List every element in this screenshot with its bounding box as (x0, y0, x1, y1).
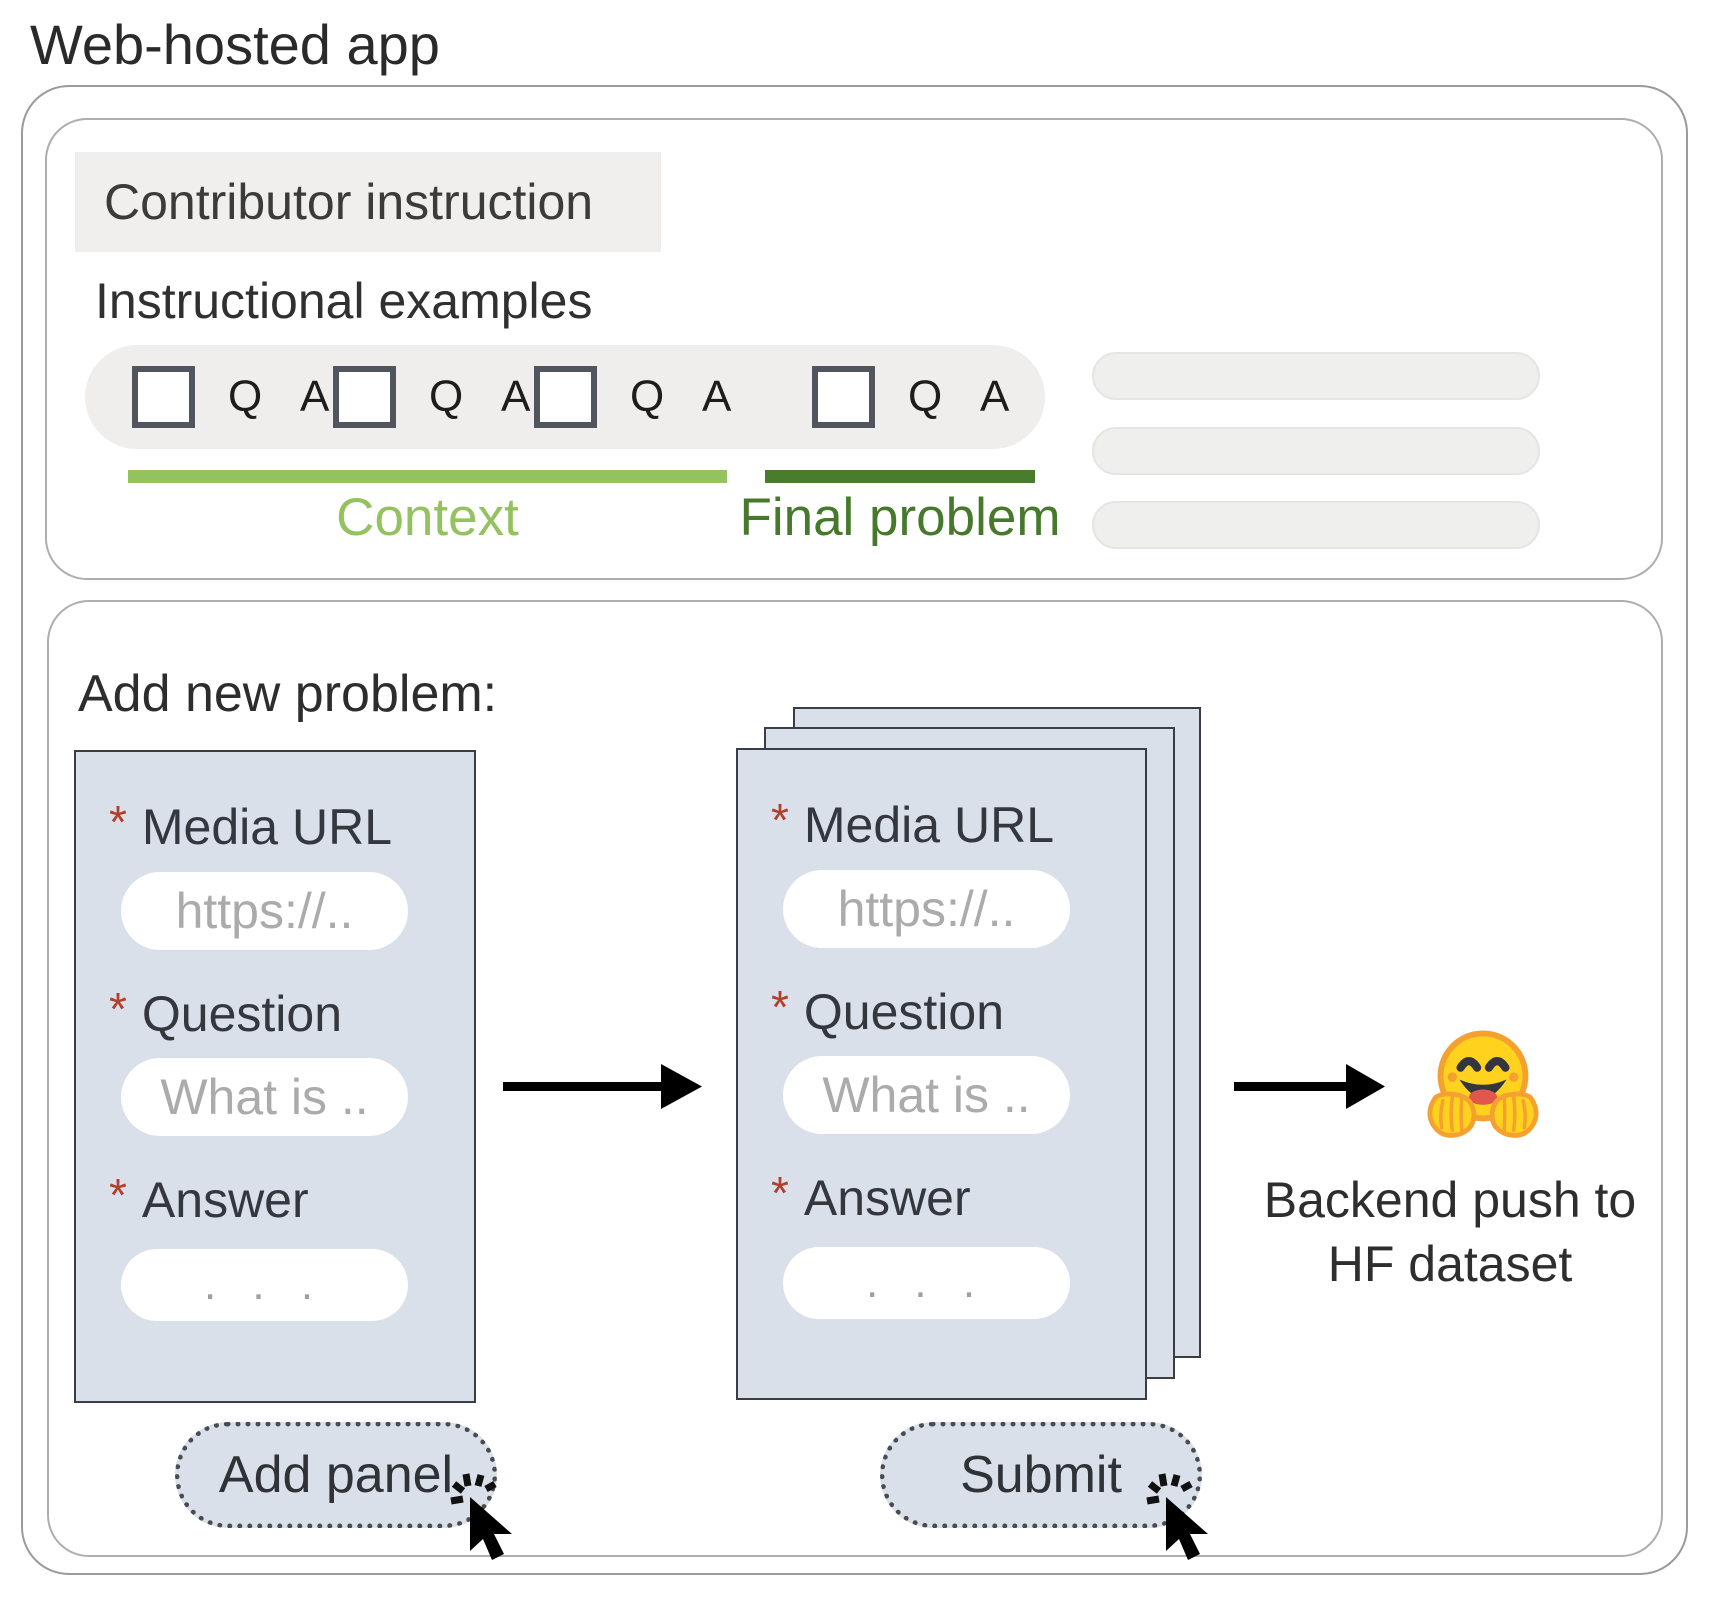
app-window (21, 85, 1688, 1575)
qa-example-1: Q A (132, 366, 343, 428)
answer-placeholder: . . . (203, 1260, 326, 1309)
required-marker: * (109, 983, 127, 1035)
qa-checkbox-icon[interactable] (812, 366, 875, 428)
backend-caption-line1: Backend push to (1263, 1172, 1637, 1228)
backend-caption: Backend push to HF dataset (1235, 1168, 1665, 1296)
question-placeholder: What is .. (160, 1069, 369, 1125)
placeholder-text-bar (1092, 352, 1540, 400)
stacked-problem-panel-1: * Media URL https://.. * Question What i… (736, 748, 1147, 1400)
cursor-click-icon (1146, 1473, 1208, 1560)
media-url-placeholder: https://.. (837, 881, 1016, 937)
context-label: Context (336, 488, 519, 547)
required-marker: * (109, 1169, 127, 1221)
add-panel-button[interactable]: Add panel (175, 1422, 497, 1528)
cursor-click-icon (450, 1473, 512, 1560)
answer-input[interactable]: . . . (783, 1247, 1070, 1319)
final-problem-label: Final problem (739, 488, 1061, 547)
qa-example-3: Q A (534, 366, 745, 428)
backend-caption-line2: HF dataset (1327, 1236, 1573, 1292)
right-arrow-icon (1234, 1064, 1385, 1109)
qa-examples-strip: Q A Q A Q A Q A (85, 345, 1045, 449)
required-marker: * (771, 981, 789, 1033)
final-problem-underline-bar (765, 470, 1035, 483)
media-url-input[interactable]: https://.. (121, 872, 408, 950)
required-marker: * (771, 794, 789, 846)
add-new-problem-heading: Add new problem: (78, 665, 498, 723)
required-marker: * (109, 796, 127, 848)
qa-checkbox-icon[interactable] (534, 366, 597, 428)
submit-button[interactable]: Submit (880, 1422, 1202, 1528)
qa-label: Q A (630, 372, 746, 421)
hugging-face-emoji (1427, 1030, 1539, 1138)
qa-example-2: Q A (333, 366, 544, 428)
question-field-label: * Question (109, 983, 343, 1042)
media-url-field-label: * Media URL (771, 794, 1055, 853)
page-title: Web-hosted app (30, 13, 440, 76)
media-url-input[interactable]: https://.. (783, 870, 1070, 948)
contributor-instruction-label: Contributor instruction (104, 174, 594, 230)
problem-form-panel: * Media URL https://.. * Question What i… (74, 750, 476, 1403)
qa-label: Q A (228, 372, 344, 421)
media-url-placeholder: https://.. (175, 883, 354, 939)
question-input[interactable]: What is .. (783, 1056, 1070, 1134)
answer-field-label: * Answer (771, 1167, 971, 1226)
media-url-field-label: * Media URL (109, 796, 393, 855)
right-arrow-icon (503, 1064, 702, 1109)
answer-placeholder: . . . (865, 1258, 988, 1307)
question-field-label: * Question (771, 981, 1005, 1040)
qa-label: Q A (429, 372, 545, 421)
required-marker: * (771, 1167, 789, 1219)
context-underline-bar (128, 470, 727, 483)
placeholder-text-bar (1092, 427, 1540, 475)
question-input[interactable]: What is .. (121, 1058, 408, 1136)
contributor-instruction-tag: Contributor instruction (75, 152, 661, 252)
qa-checkbox-icon[interactable] (333, 366, 396, 428)
placeholder-text-bar (1092, 501, 1540, 549)
answer-field-label: * Answer (109, 1169, 309, 1228)
qa-example-final: Q A (812, 366, 1023, 428)
qa-label: Q A (908, 372, 1024, 421)
instructional-examples-heading: Instructional examples (95, 273, 593, 329)
qa-checkbox-icon[interactable] (132, 366, 195, 428)
question-placeholder: What is .. (822, 1067, 1031, 1123)
answer-input[interactable]: . . . (121, 1249, 408, 1321)
